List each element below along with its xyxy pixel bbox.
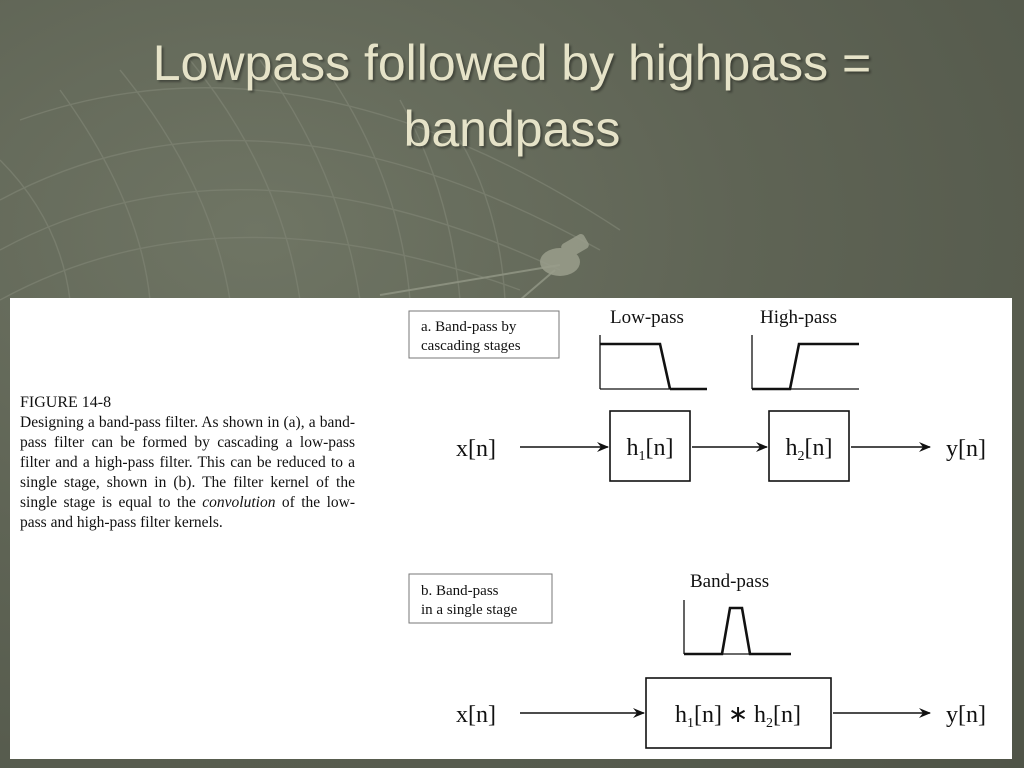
caption-text-part-1: Designing a band-pass filter. As shown i… (20, 414, 355, 511)
highpass-label: High-pass (760, 307, 837, 328)
svg-text:h1[n] ∗ h2[n]: h1[n] ∗ h2[n] (675, 702, 801, 731)
part-a-output-label: y[n] (946, 436, 986, 462)
highpass-response-plot (751, 335, 859, 391)
part-a-input-label: x[n] (456, 436, 496, 462)
h1-filter-box: h1[n] (609, 410, 691, 482)
combined-h2-subscript: 2 (766, 716, 773, 731)
combined-convolution-operator: [n] ∗ h (694, 702, 766, 728)
bandpass-response-plot (683, 600, 791, 656)
part-a-label-box: a. Band-pass by cascading stages (408, 310, 560, 359)
h2-filter-box: h2[n] (768, 410, 850, 482)
part-a-label-line-2: cascading stages (421, 338, 521, 354)
combined-h1-subscript: 1 (687, 716, 694, 731)
combined-filter-box: h1[n] ∗ h2[n] (645, 677, 832, 749)
figure-caption-title: FIGURE 14-8 (20, 394, 112, 411)
h2-symbol: h (786, 435, 798, 461)
part-b-label-line-2: in a single stage (421, 602, 518, 618)
lowpass-response-plot (599, 335, 707, 391)
part-b-output-label: y[n] (946, 702, 986, 728)
slide-title-line-2: bandpass (403, 101, 621, 157)
slide-title: Lowpass followed by highpass = bandpass (0, 30, 1024, 162)
h1-symbol: h (627, 435, 639, 461)
combined-index: [n] (773, 702, 801, 728)
figure-caption-body: Designing a band-pass filter. As shown i… (20, 413, 355, 533)
part-b-input-label: x[n] (456, 702, 496, 728)
caption-text-part-2: of the low-pass and high-pass filter ker… (20, 494, 356, 531)
bandpass-diagram: a. Band-pass by cascading stages Low-pas… (408, 307, 986, 749)
h1-subscript: 1 (639, 449, 646, 464)
bandpass-label: Band-pass (690, 571, 769, 592)
svg-text:h2[n]: h2[n] (786, 435, 833, 464)
combined-h1-symbol: h (675, 702, 687, 728)
svg-text:h1[n]: h1[n] (627, 435, 674, 464)
lowpass-label: Low-pass (610, 307, 684, 328)
figure-panel: FIGURE 14-8 Designing a band-pass filter… (10, 298, 1012, 759)
h2-subscript: 2 (798, 449, 805, 464)
part-a-label-line-1: a. Band-pass by (421, 319, 517, 335)
h1-index: [n] (646, 435, 674, 461)
caption-italic-term: convolution (202, 494, 276, 511)
part-b-label-line-1: b. Band-pass (421, 583, 499, 599)
slide-title-line-1: Lowpass followed by highpass = (152, 35, 872, 91)
part-b-label-box: b. Band-pass in a single stage (408, 573, 553, 624)
figure-caption: FIGURE 14-8 Designing a band-pass filter… (20, 393, 355, 533)
h2-index: [n] (805, 435, 833, 461)
